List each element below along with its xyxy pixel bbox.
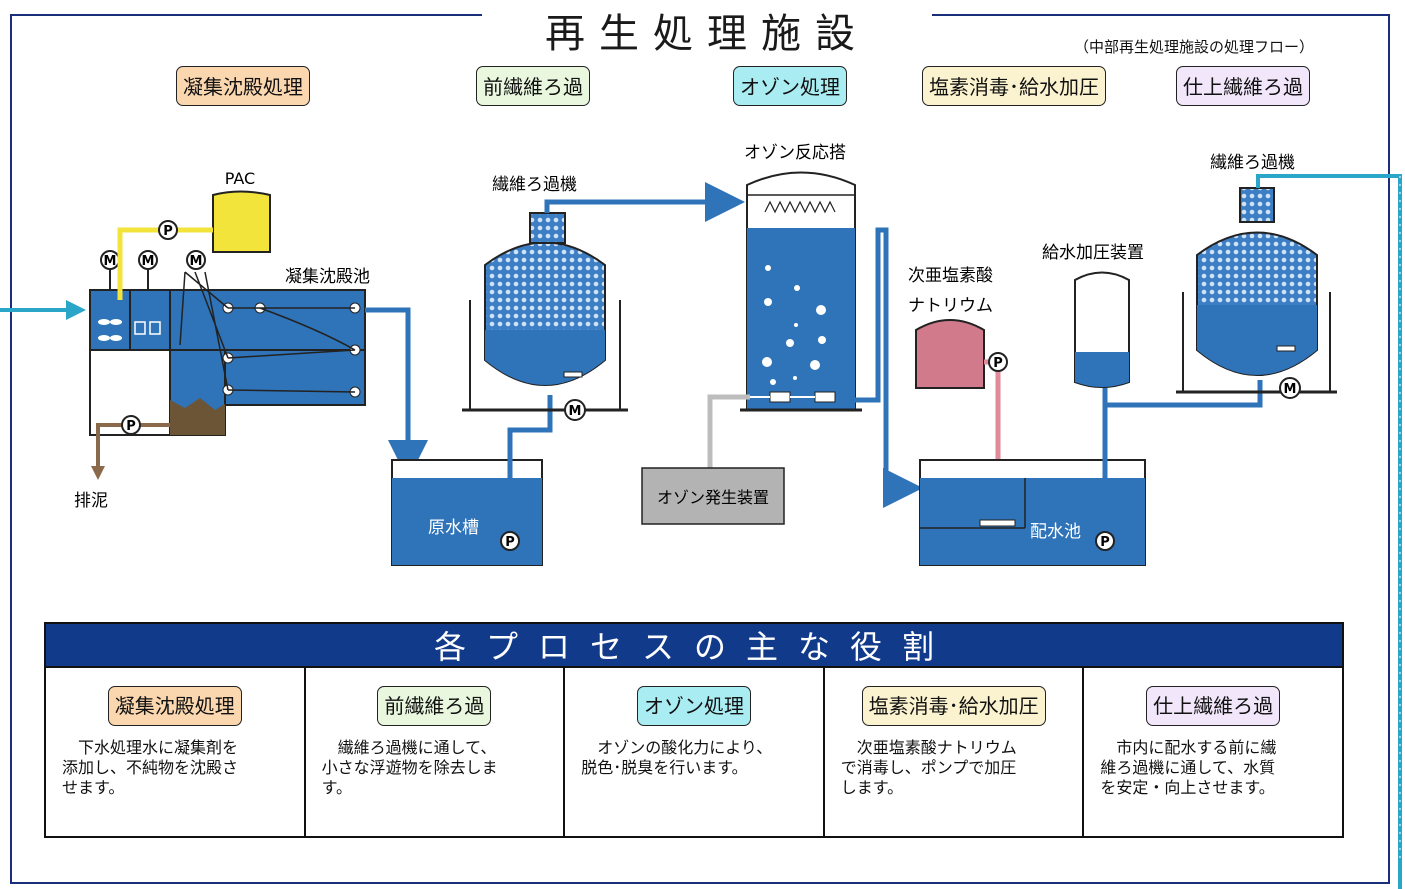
inlet-arrow [66, 300, 86, 320]
stage-ozone: オゾン処理 [733, 66, 847, 106]
svg-text:M: M [142, 254, 155, 269]
roles-table: 凝集沈殿処理 下水処理水に凝集剤を 添加し、不純物を沈殿さ せます。 前繊維ろ過… [44, 668, 1344, 838]
role-description: 下水処理水に凝集剤を 添加し、不純物を沈殿さ せます。 [62, 738, 239, 797]
subtitle: （中部再生処理施設の処理フロー） [1074, 38, 1315, 56]
sludge-label: 排泥 [74, 491, 108, 511]
role-tag: オゾン処理 [636, 686, 751, 726]
hypochlorite-label-1: 次亜塩素酸 [908, 266, 993, 286]
role-description: 市内に配水する前に繊 維ろ過機に通して、水質 を安定・向上させます。 [1100, 738, 1277, 797]
raw-tank-label: 原水槽 [428, 518, 479, 538]
pac-pipe [117, 227, 213, 300]
role-description: オゾンの酸化力により、 脱色･脱臭を行います。 [581, 738, 773, 777]
svg-text:M: M [190, 254, 203, 269]
motor-icon: M [100, 250, 120, 290]
ozone-generator-label: オゾン発生装置 [657, 488, 769, 507]
role-cell: オゾン処理 オゾンの酸化力により、 脱色･脱臭を行います。 [565, 668, 825, 836]
svg-text:P: P [126, 419, 136, 434]
page-title: 再生処理施設 [482, 8, 932, 66]
stage-final-filtration: 仕上繊維ろ過 [1176, 66, 1310, 106]
coagulation-tank [89, 271, 366, 436]
pipe-raw-filter1 [507, 395, 553, 540]
role-description: 繊維ろ過機に通して、 小さな浮遊物を除去しま す。 [321, 738, 498, 797]
pump-icon: P [121, 415, 141, 435]
motor-icon: M [564, 399, 586, 421]
pipe-booster-filter2 [1105, 380, 1263, 408]
ozone-generator [641, 467, 785, 525]
pipe-filter1-ozone [544, 182, 745, 222]
pump-icon: P [1095, 531, 1115, 551]
sludge-pipe [96, 423, 170, 472]
stage-pre-filtration: 前繊維ろ過 [476, 66, 590, 106]
filter1-label: 繊維ろ過機 [492, 175, 577, 195]
pac-label: PAC [225, 169, 255, 188]
svg-text:M: M [1284, 382, 1297, 397]
outlet-pipe [1256, 174, 1402, 889]
hypochlorite-tank [915, 319, 985, 389]
pac-tank [212, 190, 271, 253]
role-cell: 凝集沈殿処理 下水処理水に凝集剤を 添加し、不純物を沈殿さ せます。 [46, 668, 306, 836]
motor-icon: M [186, 250, 206, 270]
role-tag: 凝集沈殿処理 [107, 686, 242, 726]
role-cell: 塩素消毒･給水加圧 次亜塩素酸ナトリウム で消毒し、ポンプで加圧 します。 [825, 668, 1085, 836]
distribution-tank-label: 配水池 [1030, 522, 1081, 542]
svg-text:M: M [569, 404, 582, 419]
role-cell: 前繊維ろ過 繊維ろ過機に通して、 小さな浮遊物を除去しま す。 [306, 668, 566, 836]
pump-icon: P [158, 220, 178, 240]
role-description: 次亜塩素酸ナトリウム で消毒し、ポンプで加圧 します。 [840, 738, 1017, 797]
svg-text:P: P [993, 356, 1003, 371]
stage-chlorination: 塩素消毒･給水加圧 [922, 66, 1106, 106]
filter2-label: 繊維ろ過機 [1210, 153, 1295, 173]
motor-icon: M [1279, 377, 1301, 399]
svg-text:P: P [163, 224, 173, 239]
hypochlorite-label-2: ナトリウム [908, 296, 993, 316]
role-tag: 仕上繊維ろ過 [1146, 686, 1281, 726]
raw-tank-water [392, 478, 542, 565]
pump-icon: P [500, 531, 520, 551]
roles-title: 各プロセスの主な役割 [44, 622, 1344, 668]
pump-icon: P [988, 352, 1008, 372]
stage-coagulation: 凝集沈殿処理 [176, 66, 310, 106]
fiber-filter-1 [462, 212, 628, 412]
ozone-tower [740, 171, 862, 412]
booster-label: 給水加圧装置 [1042, 243, 1144, 263]
pipe-ozone-distribution [855, 227, 923, 508]
svg-text:P: P [505, 535, 515, 550]
diagram-frame: 再生処理施設 （中部再生処理施設の処理フロー） [10, 8, 1390, 884]
role-tag: 前繊維ろ過 [377, 686, 492, 726]
pipe-coag-raw [365, 307, 428, 480]
svg-text:M: M [104, 254, 117, 269]
motor-icon: M [138, 250, 158, 290]
ozone-tower-label: オゾン反応搭 [744, 143, 846, 163]
svg-text:P: P [1100, 535, 1110, 550]
coag-tank-label: 凝集沈殿池 [285, 267, 370, 287]
ozone-gas-pipe [707, 394, 750, 468]
fiber-filter-2 [1176, 187, 1337, 394]
role-cell: 仕上繊維ろ過 市内に配水する前に繊 維ろ過機に通して、水質 を安定・向上させます… [1084, 668, 1342, 836]
role-tag: 塩素消毒･給水加圧 [861, 686, 1046, 726]
